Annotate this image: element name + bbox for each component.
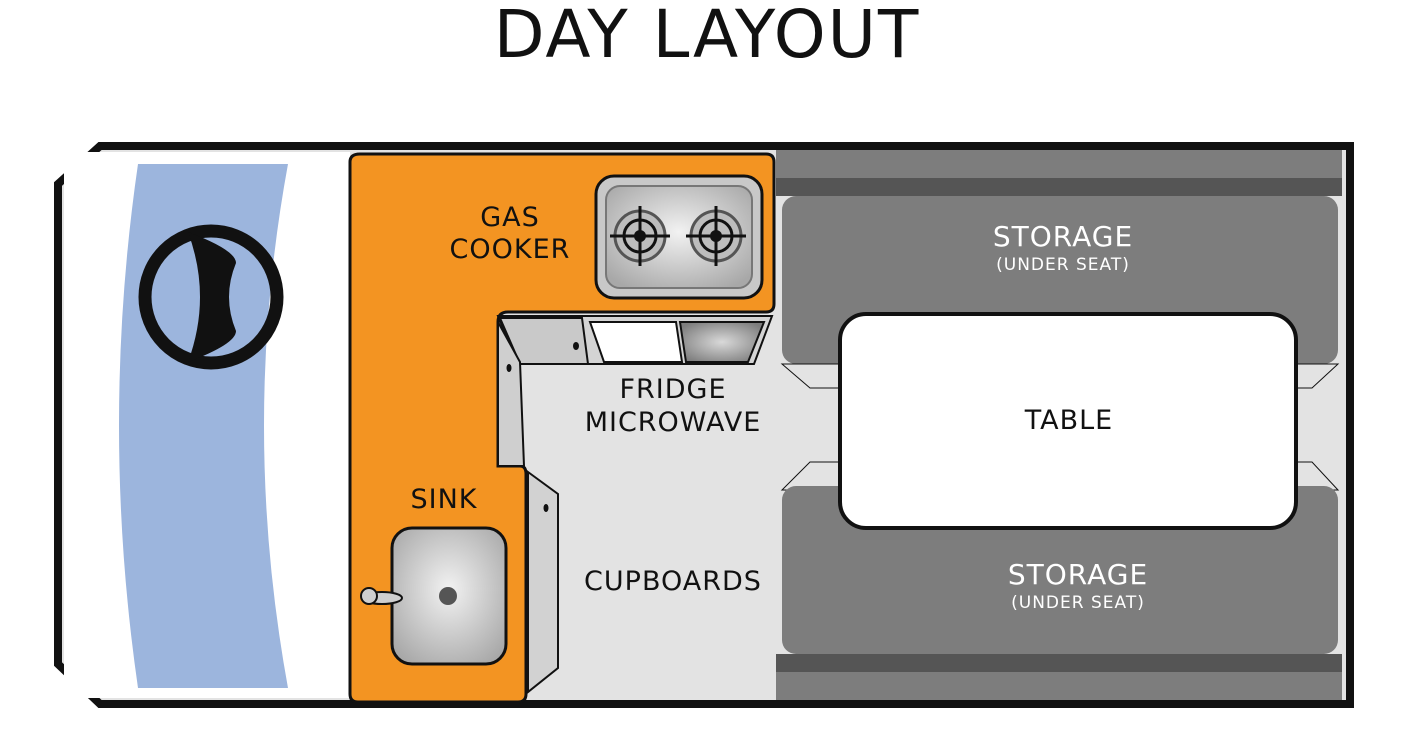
fridge-window: [588, 321, 684, 363]
cupboards-label: CUPBOARDS: [584, 566, 762, 597]
table: [838, 312, 1298, 530]
gas-cooker-label-line1: GAS: [480, 202, 540, 233]
fridge-label: FRIDGE: [619, 374, 726, 405]
fridge-microwave-unit: [496, 315, 774, 467]
storage-top-label: STORAGE: [993, 220, 1133, 253]
windscreen: [119, 164, 288, 688]
storage-top-sublabel: (UNDER SEAT): [996, 255, 1130, 275]
microwave-label: MICROWAVE: [585, 407, 762, 438]
gas-cooker: [594, 174, 764, 300]
sink-label: SINK: [410, 484, 477, 515]
storage-bottom-sublabel: (UNDER SEAT): [1011, 593, 1145, 613]
sink: [360, 526, 508, 666]
storage-bottom-label: STORAGE: [1008, 558, 1148, 591]
table-label: TABLE: [1024, 405, 1114, 436]
burner-left-icon: [610, 206, 670, 266]
burner-right-icon: [686, 206, 746, 266]
tap-icon: [360, 587, 403, 605]
microwave-window: [678, 321, 766, 363]
cupboards-panel: [527, 470, 559, 695]
page-title: DAY LAYOUT: [493, 0, 921, 73]
fridge-side-panel: [497, 321, 526, 467]
gas-cooker-label-line2: COOKER: [450, 234, 571, 265]
steering-wheel-icon: [138, 224, 284, 370]
